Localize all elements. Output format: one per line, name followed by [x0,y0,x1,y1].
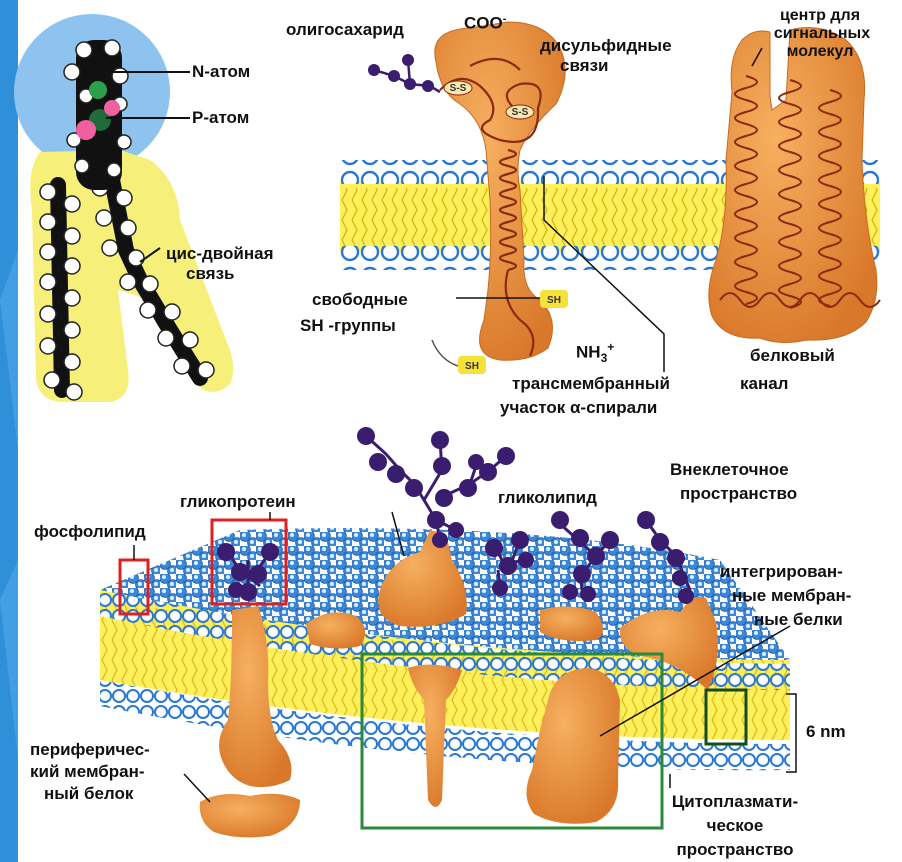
signal-center-label-2: сигнальных [752,24,892,43]
nh3-label: NH3+ [576,338,614,368]
extracellular-label-1: Внеклеточное [670,460,789,479]
cytoplasmic-label-3: пространство [660,840,810,859]
cytoplasmic-label-2: ческое [660,816,810,835]
signal-center-label-1: центр для [760,6,880,25]
extracellular-label-2: пространство [680,484,797,503]
free-sh-label-1: свободные [312,290,408,309]
transmembrane-label-1: трансмембранный [512,374,670,393]
glycolipid-label: гликолипид [498,488,597,507]
peripheral-label-1: периферичес- [30,740,150,759]
signal-center-label-3: молекул [760,42,880,61]
peripheral-label-2: кий мембран- [30,762,145,781]
peripheral-protein [200,794,300,838]
ss-bond-tag-1: S-S [444,81,472,95]
cis-bond-label-2: связь [186,264,235,283]
protein-channel-label-2: канал [740,374,789,393]
integral-label-1: интегрирован- [720,562,843,581]
oligosaccharide-chain [368,54,440,92]
cytoplasmic-label-1: Цитоплазмати- [660,792,810,811]
integral-label-3: ные белки [754,610,843,629]
transmembrane-label-2: участок α-спирали [500,398,657,417]
p-atom-label: P-атом [192,108,249,127]
thickness-label: 6 nm [806,722,846,741]
ss-bond-label: S-S [512,107,529,118]
coo-label: COO- [464,10,506,33]
sh-label: SH [547,295,561,306]
oxygen-sphere [76,120,96,140]
oligosaccharide-label: олигосахарид [286,20,404,39]
protein-channel-label-1: белковый [750,346,835,365]
integral-label-2: ные мембран- [732,586,851,605]
sh-tag-1: SH [540,290,568,308]
sh-label: SH [465,361,479,372]
peripheral-label-3: ный белок [44,784,133,803]
peripheral-pointer [184,774,210,802]
free-sh-label-2: SH -группы [300,316,396,335]
disulfide-label-1: дисульфидные [540,36,672,55]
sh-tag-2: SH [458,356,486,374]
cis-bond-label-1: цис-двойная [166,244,274,263]
glycoprotein-label: гликопротеин [180,492,296,511]
n-atom-label: N-атом [192,62,250,81]
ss-bond-tag-2: S-S [506,105,534,119]
n-atom-sphere [89,81,107,99]
ss-bond-label: S-S [450,83,467,94]
protein-channel [709,28,880,343]
disulfide-label-2: связи [560,56,609,75]
phospholipid-label: фосфолипид [34,522,146,541]
